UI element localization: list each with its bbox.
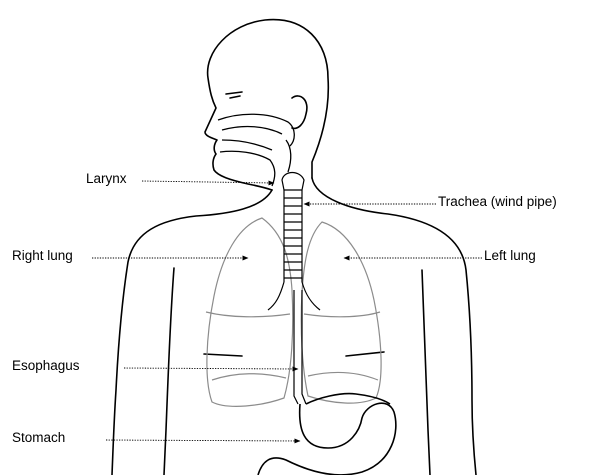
label-trachea: Trachea (wind pipe)	[438, 195, 557, 209]
ear	[292, 96, 307, 128]
eye	[226, 92, 242, 98]
esophagus-leader	[124, 368, 298, 369]
label-esophagus: Esophagus	[12, 359, 80, 373]
label-larynx: Larynx	[86, 172, 127, 186]
label-left-lung: Left lung	[484, 249, 536, 263]
left-lung-shape	[301, 222, 381, 403]
left-arm-inner	[164, 268, 174, 475]
stomach-leader	[106, 440, 300, 441]
trachea-shape	[268, 173, 320, 311]
right-arm-inner	[422, 270, 430, 475]
stomach-shape	[258, 394, 396, 475]
nasal-oral-cavity	[218, 114, 294, 186]
body-outline	[112, 20, 476, 475]
esophagus-shape	[294, 290, 306, 404]
label-stomach: Stomach	[12, 431, 65, 445]
label-right-lung: Right lung	[12, 249, 73, 263]
head-outline	[205, 20, 328, 190]
chest-line-right	[204, 354, 242, 356]
larynx-leader	[142, 181, 274, 183]
chest-line-left	[346, 352, 384, 356]
